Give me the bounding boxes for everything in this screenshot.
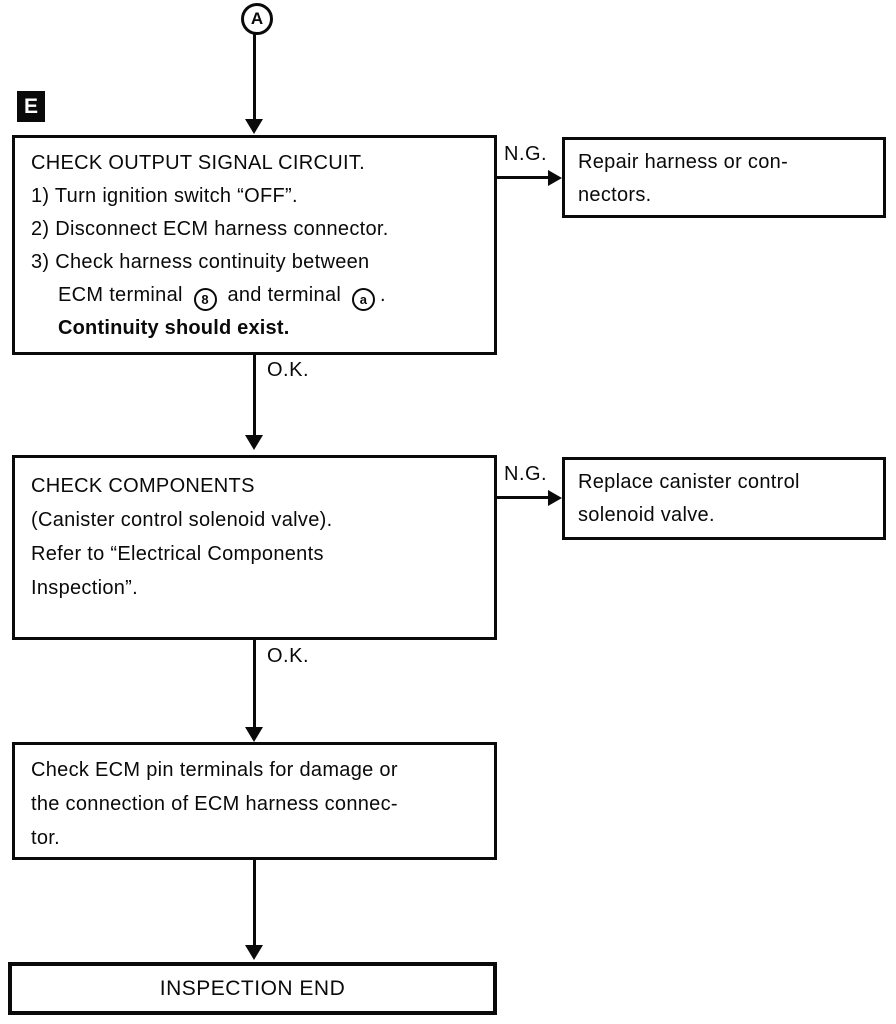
terminal-a-circled-icon: a <box>351 288 375 311</box>
box3-line2: the connection of ECM harness connec- <box>31 793 398 815</box>
connector-a-label: A <box>250 9 264 28</box>
box2-line2: (Canister control solenoid valve). <box>31 509 333 531</box>
terminal-8-circled-icon: 8 <box>193 288 217 311</box>
box1-bold-note: Continuity should exist. <box>58 317 290 339</box>
box1-step3b-end: . <box>379 284 386 306</box>
box1-title: CHECK OUTPUT SIGNAL CIRCUIT. <box>31 152 365 174</box>
box2-line1: CHECK COMPONENTS <box>31 475 255 497</box>
edge-label-ok-2: O.K. <box>267 645 310 667</box>
arrow-line-box3-to-box4 <box>253 860 256 947</box>
arrow-line-a-to-box1 <box>253 33 256 120</box>
box1-step3b-mid: and terminal <box>227 284 342 306</box>
flow-node-inspection-end: INSPECTION END <box>8 962 497 1015</box>
ok1-arrow-line <box>253 355 256 437</box>
edge-label-ok-1: O.K. <box>267 359 310 381</box>
ng1-arrowhead-icon <box>548 170 562 186</box>
flow-node-check-components: CHECK COMPONENTS (Canister control solen… <box>12 455 497 640</box>
box3-line3: tor. <box>31 827 60 849</box>
edge-label-ng-2: N.G. <box>504 463 548 485</box>
rbox1-line2: nectors. <box>578 184 652 206</box>
box1-step3b-pre: ECM terminal <box>58 284 183 306</box>
connector-a-icon: A <box>241 3 273 35</box>
ok1-arrowhead-icon <box>245 435 263 450</box>
box3-line1: Check ECM pin terminals for damage or <box>31 759 398 781</box>
box2-line4: Inspection”. <box>31 577 138 599</box>
rbox2-line2: solenoid valve. <box>578 504 715 526</box>
ng1-arrow-line <box>497 176 550 179</box>
ng2-arrow-line <box>497 496 550 499</box>
rbox2-line1: Replace canister control <box>578 471 800 493</box>
arrowhead-a-to-box1-icon <box>245 119 263 134</box>
box1-step2: 2) Disconnect ECM harness connector. <box>31 218 389 240</box>
box1-step3: 3) Check harness continuity between <box>31 251 370 273</box>
flow-node-replace-solenoid-valve: Replace canister control solenoid valve. <box>562 457 886 540</box>
box1-step1: 1) Turn ignition switch “OFF”. <box>31 185 298 207</box>
arrowhead-box3-to-box4-icon <box>245 945 263 960</box>
ok2-arrowhead-icon <box>245 727 263 742</box>
rbox1-line1: Repair harness or con- <box>578 151 789 173</box>
box2-line3: Refer to “Electrical Components <box>31 543 324 565</box>
edge-label-ng-1: N.G. <box>504 143 548 165</box>
section-badge-label: E <box>23 94 38 118</box>
flow-node-repair-harness: Repair harness or con- nectors. <box>562 137 886 218</box>
ok2-arrow-line <box>253 640 256 728</box>
flow-node-check-output-signal-circuit: CHECK OUTPUT SIGNAL CIRCUIT. 1) Turn ign… <box>12 135 497 355</box>
box1-step3-continued: ECM terminal 8 and terminal a. <box>31 279 486 312</box>
box4-label: INSPECTION END <box>159 977 346 1000</box>
ng2-arrowhead-icon <box>548 490 562 506</box>
flow-node-check-ecm-pin-terminals: Check ECM pin terminals for damage or th… <box>12 742 497 860</box>
section-badge-e: E <box>17 91 45 122</box>
